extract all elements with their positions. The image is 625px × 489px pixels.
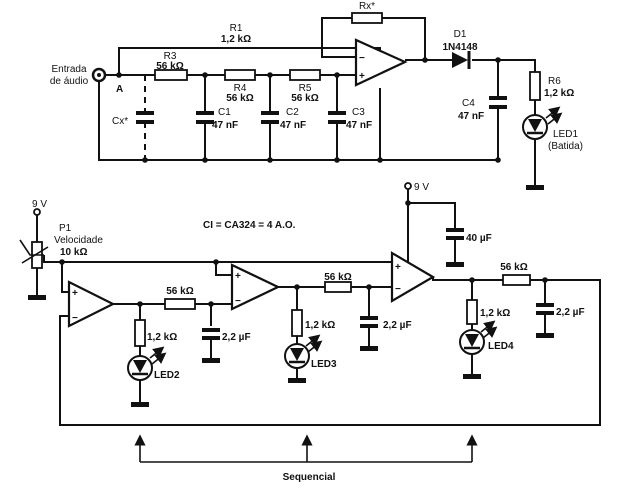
opamp-2 (230, 263, 281, 311)
svg-text:−: − (72, 313, 78, 324)
c1-value: 47 nF (212, 120, 238, 131)
p1-value: 10 kΩ (60, 247, 87, 258)
opamp-top (354, 38, 408, 87)
c2-name: C2 (286, 107, 299, 118)
r4-name: R4 (234, 83, 247, 94)
led2-label: LED2 (154, 370, 180, 381)
top-circuit: Entrada de áudio A R1 1,2 kΩ (50, 1, 583, 190)
d1-name: D1 (454, 29, 467, 40)
resistor-56k-c-label: 56 kΩ (500, 262, 527, 273)
led1-icon (528, 119, 542, 132)
r4-resistor (224, 69, 256, 81)
svg-text:+: + (395, 262, 401, 273)
resistor-led4-label: 1,2 kΩ (480, 308, 510, 319)
resistor-led2-label: 1,2 kΩ (147, 332, 177, 343)
c3-name: C3 (352, 107, 365, 118)
resistor-56k-b (324, 281, 352, 293)
opamp-1 (67, 280, 116, 328)
ground-p1 (28, 295, 46, 300)
r6-value: 1,2 kΩ (544, 88, 574, 99)
input-label-line2: de áudio (50, 76, 89, 87)
svg-text:−: − (395, 284, 401, 295)
sequencial-indicator: Sequencial (134, 434, 478, 483)
vcc-right-label: 9 V (414, 182, 429, 193)
resistor-56k-b-label: 56 kΩ (324, 272, 351, 283)
cap-22-b-label: 2,2 µF (383, 320, 412, 331)
r3-resistor (154, 69, 188, 81)
node-a-label: A (116, 84, 123, 95)
cx-label: Cx* (112, 116, 128, 127)
led1-name: LED1 (553, 129, 578, 140)
resistor-led3 (291, 309, 303, 337)
r4-value: 56 kΩ (226, 93, 253, 104)
svg-text:+: + (359, 71, 365, 82)
opamp-3 (390, 251, 436, 303)
led3-label: LED3 (311, 359, 337, 370)
p1-role: Velocidade (54, 235, 103, 246)
sequencial-label: Sequencial (283, 472, 336, 483)
cap-40-label: 40 µF (466, 233, 492, 244)
resistor-led3-label: 1,2 kΩ (305, 320, 335, 331)
rx-label: Rx* (359, 1, 375, 12)
svg-text:−: − (359, 53, 365, 64)
r6-name: R6 (548, 76, 561, 87)
d1-part: 1N4148 (442, 42, 477, 53)
input-label-line1: Entrada (51, 64, 86, 75)
resistor-led4 (466, 299, 478, 325)
r5-name: R5 (299, 83, 312, 94)
bottom-circuit: 9 V P1 Velocidade 10 kΩ CI = CA324 = 4 A… (19, 182, 601, 483)
c2-value: 47 nF (280, 120, 306, 131)
r1-name: R1 (230, 23, 243, 34)
p1-name: P1 (59, 223, 72, 234)
resistor-56k-a-label: 56 kΩ (166, 286, 193, 297)
r1-value: 1,2 kΩ (221, 34, 251, 45)
rx-resistor (351, 12, 383, 24)
svg-text:+: + (235, 271, 241, 282)
led4-label: LED4 (488, 341, 514, 352)
cap-22-c-label: 2,2 µF (556, 307, 585, 318)
vcc-left-label: 9 V (32, 199, 47, 210)
r3-name: R3 (164, 51, 177, 62)
d1-diode-icon (452, 52, 468, 68)
led4-icon (465, 334, 479, 347)
svg-text:−: − (235, 296, 241, 307)
r5-value: 56 kΩ (291, 93, 318, 104)
resistor-56k-a (164, 298, 196, 310)
c4-value: 47 nF (458, 111, 484, 122)
ic-note: CI = CA324 = 4 A.O. (203, 220, 296, 231)
c3-value: 47 nF (346, 120, 372, 131)
led3-icon (290, 348, 304, 361)
led2-icon (133, 360, 147, 373)
led1-note: (Batida) (548, 141, 583, 152)
r3-value: 56 kΩ (156, 61, 183, 72)
svg-text:+: + (72, 288, 78, 299)
c1-name: C1 (218, 107, 231, 118)
ground-led1 (526, 185, 544, 190)
resistor-led2 (134, 319, 146, 347)
r6-resistor (529, 71, 541, 101)
r5-resistor (289, 69, 321, 81)
resistor-56k-c (502, 274, 531, 286)
cap-22-a-label: 2,2 µF (222, 332, 251, 343)
c4-name: C4 (462, 98, 475, 109)
